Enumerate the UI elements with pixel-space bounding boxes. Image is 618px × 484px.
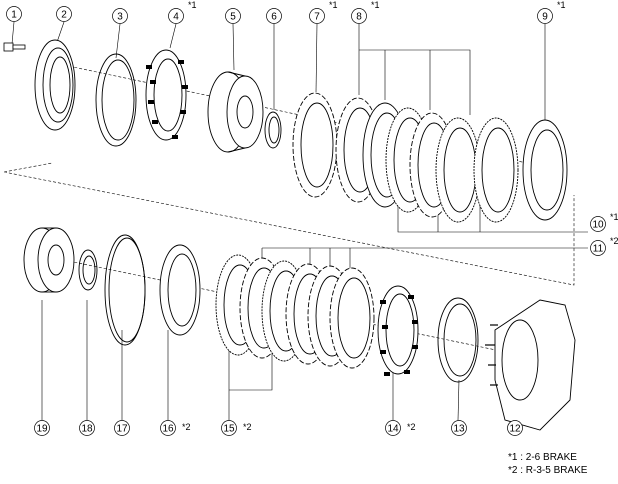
callout-number: 14 [387,424,399,435]
part-19-gear [24,228,74,292]
callout-13: 13 [452,421,467,436]
callout-number: 10 [592,220,604,231]
callout-2: 2 [57,7,72,22]
part-18-washer [79,250,97,290]
part-16-plate [160,245,200,335]
callout-1: 1 [7,7,22,22]
callout-7: 7 *1 [310,0,338,24]
callout-note: *1 [610,212,618,222]
callout-number: 3 [117,12,123,23]
callout-number: 2 [61,10,67,21]
part-17-o-ring [105,235,145,345]
callout-number: 11 [593,244,604,255]
callout-number: 16 [162,424,174,435]
callout-18: 18 [80,421,95,436]
callout-note: *1 [371,0,380,10]
callout-note: *2 [182,422,191,432]
callout-number: 15 [223,424,235,435]
legend-brake-2: *2 : R-3-5 BRAKE [508,465,587,476]
callout-19: 19 [35,421,50,436]
callout-4: 4 *1 [169,0,197,24]
callout-number: 19 [36,424,48,435]
callout-number: 17 [116,424,128,435]
part-7-plate [293,93,337,197]
callout-number: 1 [11,10,17,21]
callout-10: 10 *1 [591,212,618,232]
part-5-hub [208,72,263,152]
callout-17: 17 [115,421,130,436]
part-2-housing [35,40,75,130]
part-15-clutch-pack [216,255,374,368]
callout-number: 8 [356,12,362,23]
callout-note: *1 [557,0,566,10]
callout-8: 8 *1 [352,0,380,24]
callout-number: 18 [81,424,93,435]
callout-number: 13 [453,424,465,435]
part-14-spring-retainer [378,286,418,376]
part-3-seal-ring [96,54,136,146]
callout-note: *1 [188,0,197,10]
callout-5: 5 [226,9,241,24]
callout-15: 15 *2 [222,421,252,436]
part-6-snap-ring [265,112,281,148]
part-12-case [485,300,575,430]
callout-number: 9 [542,12,548,23]
callout-note: *2 [610,236,618,246]
callout-number: 12 [509,424,521,435]
callout-6: 6 [267,9,282,24]
part-1-bolt [4,43,25,51]
callout-number: 4 [173,12,179,23]
callout-12: 12 [508,421,523,436]
part-4-spring-retainer [146,50,188,140]
callout-note: *2 [243,422,252,432]
legend-brake-1: *1 : 2-6 BRAKE [508,452,577,463]
part-8-clutch-pack [336,98,518,222]
callout-16: 16 *2 [161,421,191,436]
callout-number: 7 [314,12,320,23]
part-13-seal-ring [438,298,478,382]
callout-number: 5 [230,12,236,23]
part-9-end-plate [523,120,567,220]
callout-note: *2 [407,422,416,432]
callout-3: 3 [113,9,128,24]
callout-14: 14 *2 [386,421,416,436]
callout-9: 9 *1 [538,0,566,24]
callout-11: 11 *2 [591,236,618,256]
callout-note: *1 [329,0,338,10]
callout-number: 6 [271,12,277,23]
